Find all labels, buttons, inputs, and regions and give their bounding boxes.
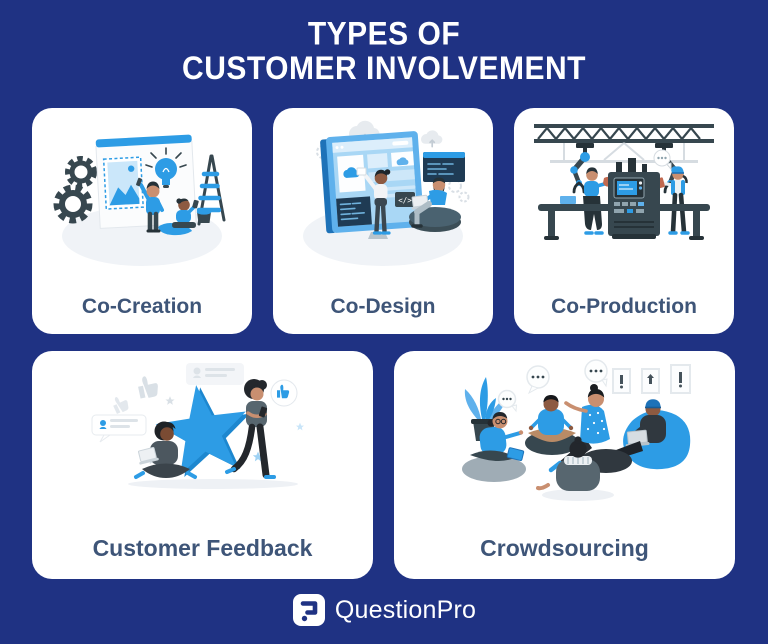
- title-line-2: CUSTOMER INVOLVEMENT: [182, 50, 586, 87]
- gears-icon: [53, 156, 97, 224]
- card-label-co-production: Co-Production: [551, 295, 697, 318]
- person-bottom-back: [535, 436, 614, 501]
- thumbs-up-icon: [137, 376, 158, 399]
- co-production-illustration: [534, 124, 714, 240]
- speech-bubble-icon: [185, 363, 244, 385]
- thumbs-up-icon: [112, 397, 128, 414]
- brand-name: QuestionPro: [334, 595, 477, 624]
- card-label-co-creation: Co-Creation: [81, 295, 203, 318]
- designer-standing: [356, 167, 391, 235]
- person-leaning-phone: [224, 379, 276, 479]
- footer-logo: QuestionPro: [0, 593, 768, 627]
- paint-bucket-icon: [196, 209, 212, 223]
- code-tag-icon: </>: [395, 192, 415, 207]
- painter-standing: [136, 177, 164, 233]
- picture-frame-icon: [611, 364, 691, 394]
- code-panel: [423, 152, 465, 182]
- speech-bubble-icon: [525, 365, 550, 395]
- parts-bin: [560, 196, 576, 204]
- lightbulb-icon: [145, 147, 187, 188]
- questionpro-logo-icon: [292, 594, 325, 626]
- feedback-bubble-left: [91, 414, 146, 443]
- speech-bubble-icon: [583, 359, 608, 388]
- title-line-1: TYPES OF: [307, 16, 461, 52]
- ceiling-truss: [534, 124, 714, 163]
- like-badge: [270, 379, 297, 407]
- card-label-co-design: Co-Design: [330, 295, 436, 318]
- worker-right: [653, 149, 690, 235]
- top-row: Co-Creation: [32, 108, 736, 334]
- card-co-production: Co-Production: [514, 108, 734, 334]
- card-co-creation: Co-Creation: [32, 108, 252, 334]
- machine: [608, 158, 660, 239]
- person-sitting-laptop: [133, 421, 197, 479]
- card-label-crowdsourcing: Crowdsourcing: [480, 535, 649, 561]
- speech-bubble-icon: [497, 389, 517, 413]
- card-label-customer-feedback: Customer Feedback: [92, 535, 313, 561]
- person-beanbag-right: [598, 399, 690, 470]
- star-icon: [155, 385, 250, 477]
- bottom-row: Customer Feedback: [32, 351, 736, 579]
- person-top: [524, 395, 579, 455]
- page-title: TYPES OF CUSTOMER INVOLVEMENT: [0, 17, 768, 86]
- developer-sitting: [409, 177, 461, 232]
- customer-feedback-illustration: [91, 363, 304, 489]
- card-co-design: </>: [273, 108, 493, 334]
- crowdsourcing-illustration: [461, 359, 691, 501]
- co-design-illustration: </>: [303, 120, 470, 266]
- co-creation-illustration: [53, 134, 226, 266]
- speech-bubble-icon: [653, 149, 672, 171]
- robot-arm-icon: [570, 143, 594, 194]
- svg-text:</>: </>: [398, 196, 412, 205]
- card-crowdsourcing: Crowdsourcing: [394, 351, 735, 579]
- person-left: [461, 412, 526, 482]
- person-kneeling: [172, 198, 199, 228]
- card-grid: Co-Creation: [32, 108, 736, 579]
- card-customer-feedback: Customer Feedback: [32, 351, 373, 579]
